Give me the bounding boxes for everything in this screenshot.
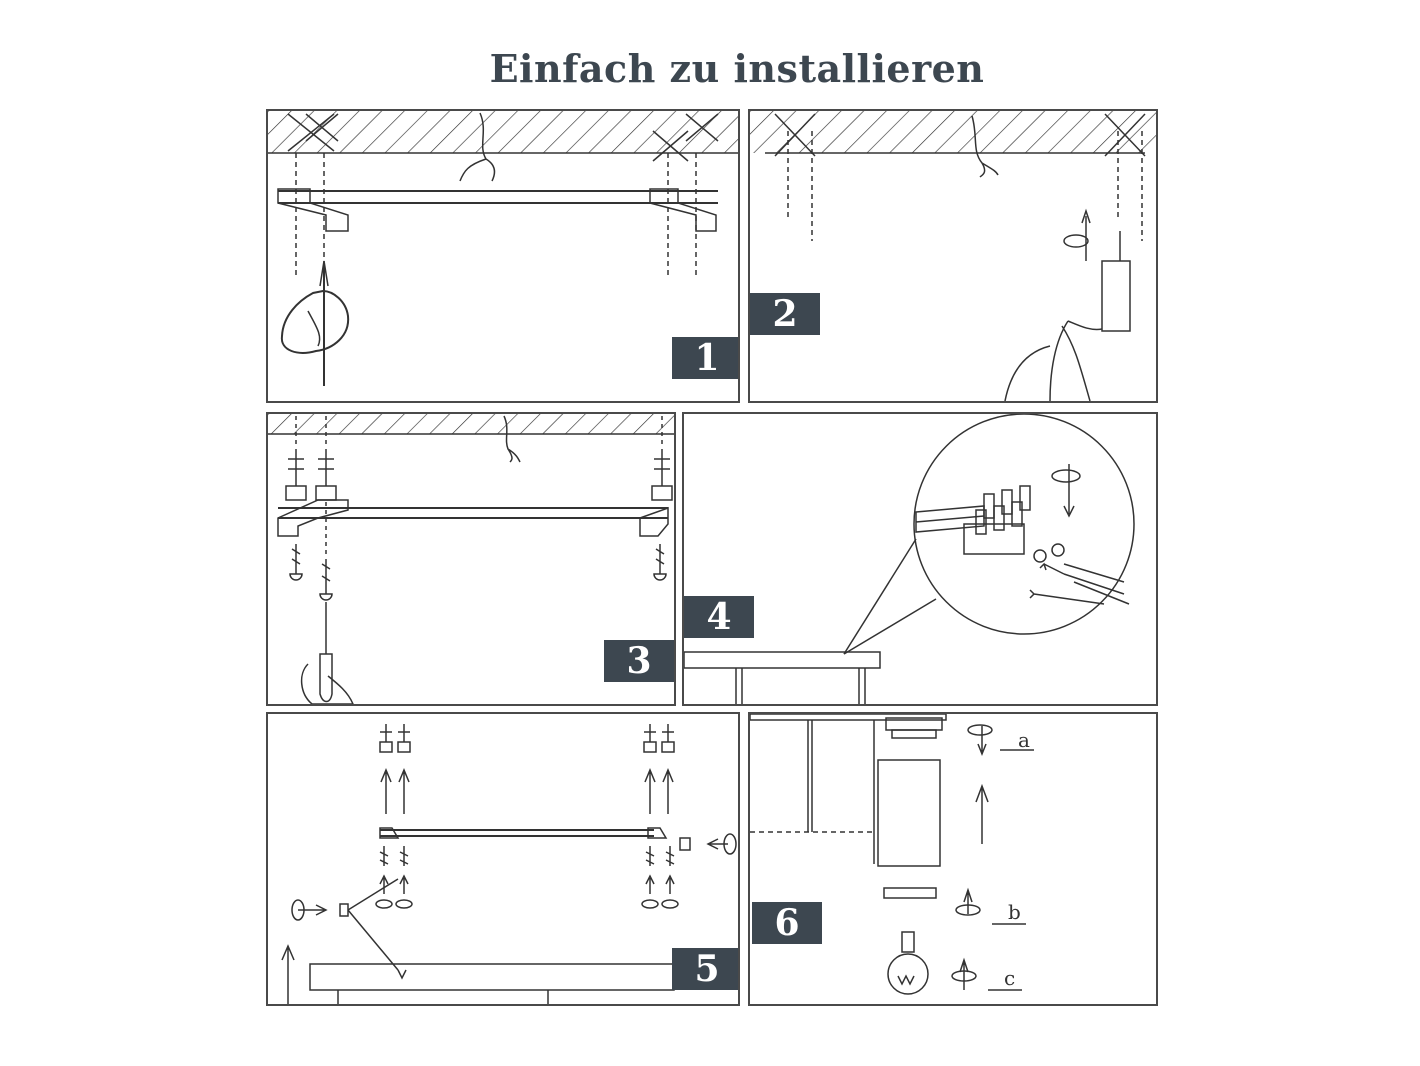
step-1-panel: 1 — [266, 109, 740, 403]
step-1-badge: 1 — [672, 337, 738, 379]
step-6-label-a: a — [1018, 728, 1030, 752]
step-6-badge: 6 — [752, 902, 822, 944]
step-6-illustration — [750, 714, 1034, 995]
step-3-panel: 3 — [266, 412, 676, 706]
step-6-label-b: b — [1008, 900, 1021, 924]
step-2-badge: 2 — [750, 293, 820, 335]
step-6-panel: a b c 6 — [748, 712, 1158, 1006]
step-1-illustration — [268, 111, 738, 386]
step-4-panel: 4 — [682, 412, 1158, 706]
page-title: Einfach zu installieren — [489, 46, 985, 91]
step-2-illustration — [750, 111, 1156, 401]
step-5-illustration — [281, 724, 737, 1004]
step-2-panel: 2 — [748, 109, 1158, 403]
step-4-illustration — [684, 414, 1135, 704]
step-3-illustration — [268, 414, 674, 704]
step-5-panel: 5 — [266, 712, 740, 1006]
step-6-label-c: c — [1004, 966, 1016, 990]
step-5-badge: 5 — [672, 948, 738, 990]
step-3-badge: 3 — [604, 640, 674, 682]
step-4-badge: 4 — [684, 596, 754, 638]
